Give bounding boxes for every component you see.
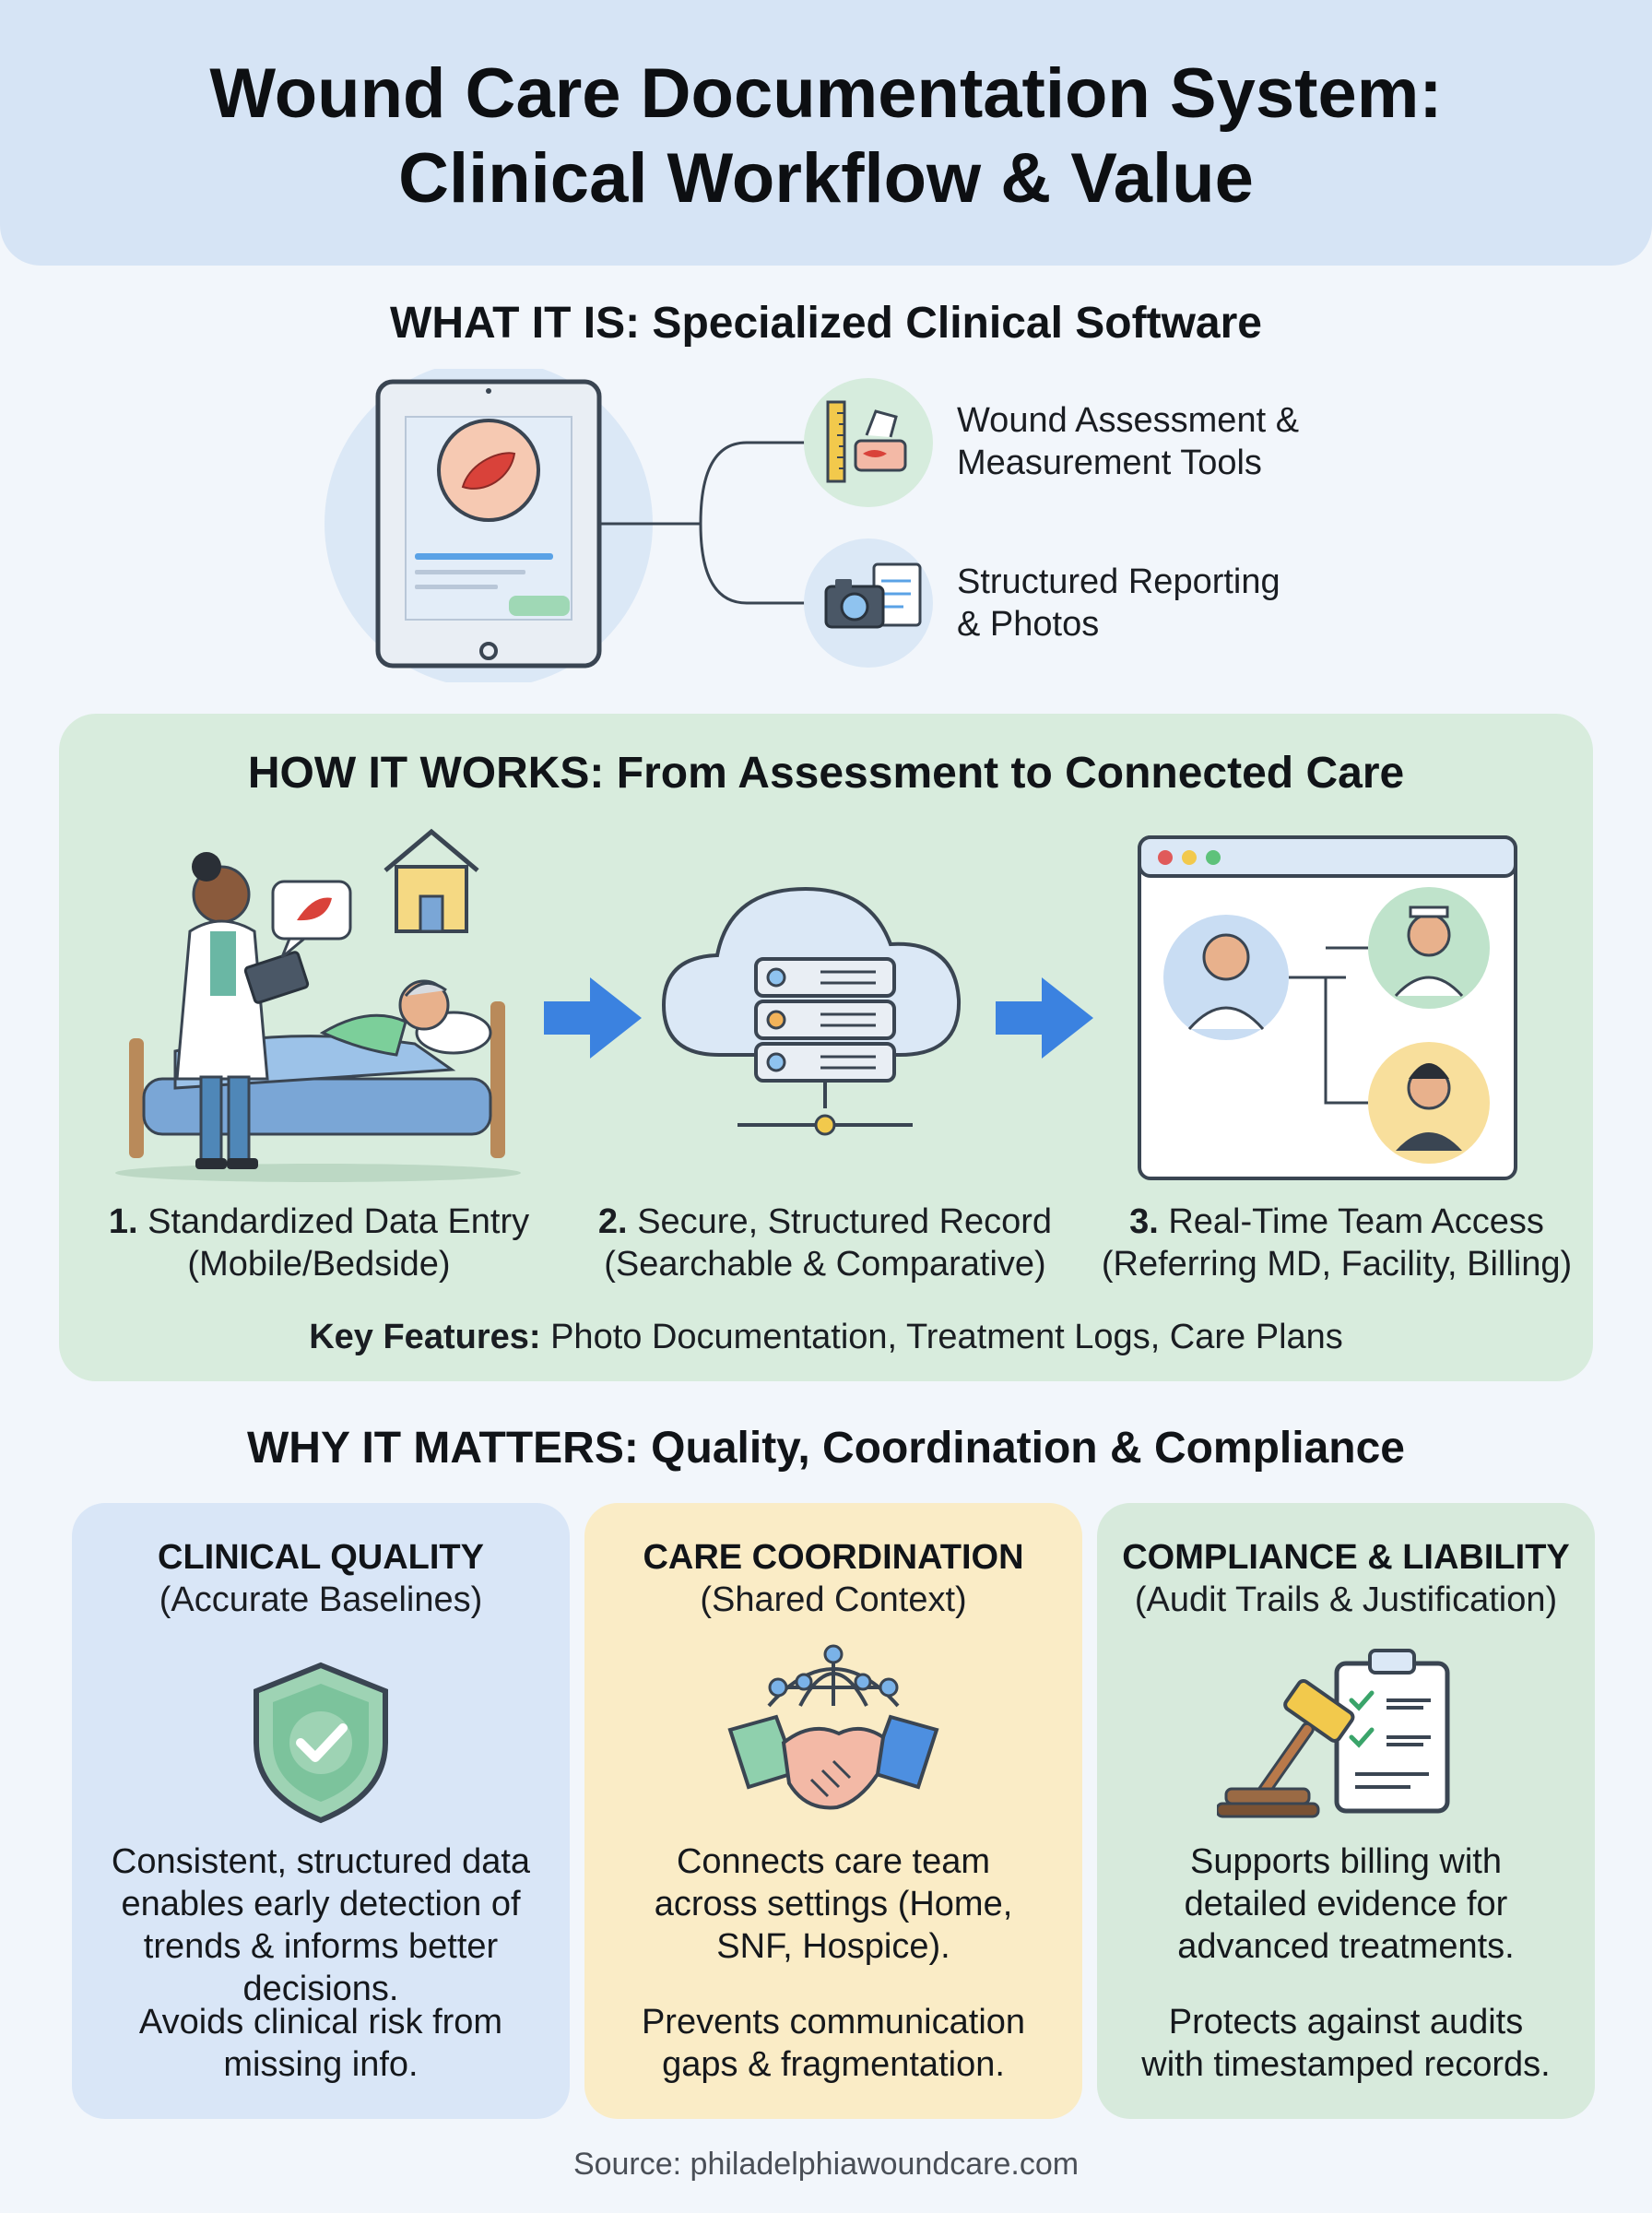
card-clinical-quality: CLINICAL QUALITY (Accurate Baselines) Co…: [72, 1503, 570, 2119]
arrow-right-icon: [544, 977, 642, 1059]
key-features: Key Features: Photo Documentation, Treat…: [309, 1318, 1343, 1356]
card-care-coordination: CARE COORDINATION (Shared Context) Conne…: [584, 1503, 1082, 2119]
card-compliance-liability: COMPLIANCE & LIABILITY (Audit Trails & J…: [1097, 1503, 1595, 2119]
card-body-secondary: Prevents communication gaps & fragmentat…: [641, 2003, 1026, 2084]
arrow-right-icon: [996, 977, 1093, 1059]
card-body-primary: Consistent, structured data enables earl…: [111, 1842, 531, 2008]
card-body-primary: Supports billing with detailed evidence …: [1177, 1842, 1515, 1966]
tablet-icon: [375, 379, 602, 669]
title-line-1: Wound Care Documentation System:: [209, 54, 1443, 133]
step-1-label: 1. Standardized Data Entry (Mobile/Bedsi…: [108, 1202, 530, 1284]
shield-check-icon: [254, 1662, 388, 1824]
connector-lines: [601, 441, 811, 605]
feature-measurement: Wound Assessment & Measurement Tools: [957, 401, 1300, 482]
card-subtitle: (Accurate Baselines): [159, 1580, 483, 1619]
card-body-primary: Connects care team across settings (Home…: [654, 1842, 1013, 1966]
what-illustration: [324, 369, 933, 682]
page-title: Wound Care Documentation System: Clinica…: [0, 52, 1652, 221]
gavel-clipboard-icon: [1217, 1649, 1450, 1818]
source-credit: Source: philadelphiawoundcare.com: [572, 2147, 1080, 2182]
ruler-skin-icon: [826, 400, 907, 483]
why-heading: WHY IT MATTERS: Quality, Coordination & …: [246, 1424, 1405, 1473]
cloud-server-icon: [661, 886, 962, 1136]
bedside-scene-icon: [115, 828, 521, 1182]
step-3-label: 3. Real-Time Team Access (Referring MD, …: [1101, 1202, 1573, 1284]
feature-reporting: Structured Reporting & Photos: [957, 562, 1280, 644]
camera-document-icon: [824, 562, 922, 629]
card-subtitle: (Shared Context): [700, 1580, 967, 1619]
card-subtitle: (Audit Trails & Justification): [1134, 1580, 1558, 1619]
card-title: COMPLIANCE & LIABILITY: [1122, 1538, 1570, 1577]
card-title: CARE COORDINATION: [643, 1538, 1024, 1577]
step-2-label: 2. Secure, Structured Record (Searchable…: [597, 1202, 1053, 1284]
how-heading: HOW IT WORKS: From Assessment to Connect…: [247, 749, 1405, 798]
header-banner: [0, 0, 1652, 266]
team-access-window-icon: [1138, 835, 1517, 1180]
handshake-network-icon: [727, 1644, 939, 1810]
card-body-secondary: Protects against audits with timestamped…: [1141, 2003, 1551, 2084]
card-body-secondary: Avoids clinical risk from missing info.: [138, 2003, 503, 2084]
title-line-2: Clinical Workflow & Value: [398, 139, 1254, 218]
how-illustration: [115, 828, 1517, 1182]
what-heading: WHAT IT IS: Specialized Clinical Softwar…: [390, 299, 1262, 348]
card-title: CLINICAL QUALITY: [158, 1538, 484, 1577]
